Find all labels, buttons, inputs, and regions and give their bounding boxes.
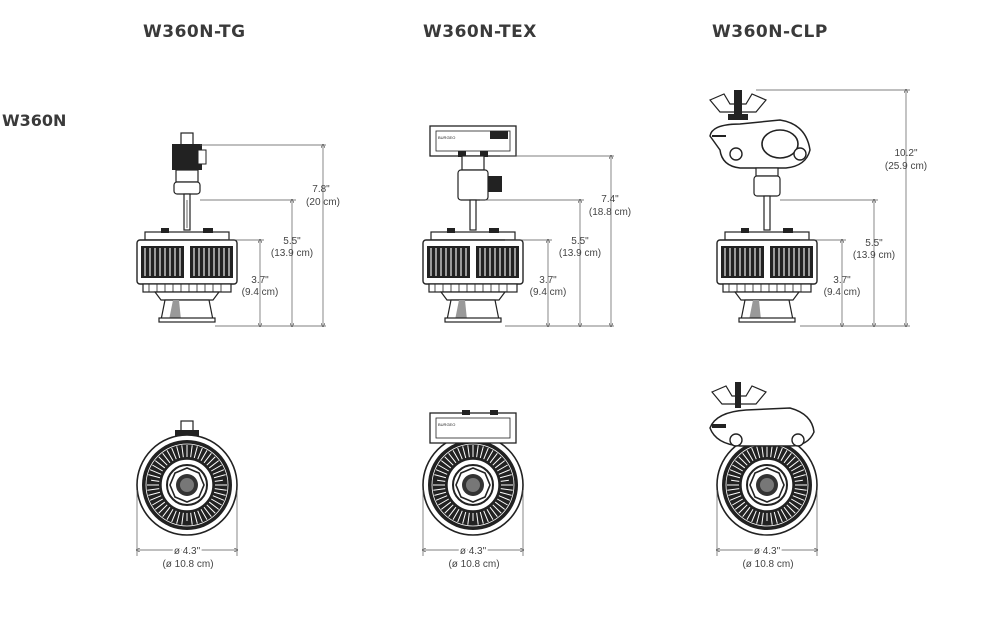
- tex-height-body-cm: (9.4 cm): [530, 287, 567, 298]
- tex-height-overall: 7.4": [601, 194, 619, 205]
- tex-dimensions: [480, 156, 614, 326]
- tex-height-mid: 5.5": [571, 236, 589, 247]
- tg-height-mid: 5.5": [283, 236, 301, 247]
- row-label: W360N: [2, 111, 67, 130]
- clp-diameter: ø 4.3": [754, 546, 781, 557]
- tg-height-body: 3.7": [251, 275, 269, 286]
- clp-side-view: [709, 90, 818, 323]
- tex-height-mid-cm: (13.9 cm): [559, 248, 601, 259]
- clp-diameter-cm: (ø 10.8 cm): [742, 559, 793, 570]
- model-title-clp: W360N-CLP: [712, 22, 828, 42]
- clp-height-body: 3.7": [833, 275, 851, 286]
- clp-height-overall-cm: (25.9 cm): [885, 161, 927, 172]
- clp-height-mid-cm: (13.9 cm): [853, 250, 895, 261]
- clp-front-view: [709, 382, 818, 536]
- tg-diameter: ø 4.3": [174, 546, 201, 557]
- tg-height-overall-cm: (20 cm): [306, 197, 340, 208]
- tg-diameter-cm: (ø 10.8 cm): [162, 559, 213, 570]
- tg-dimensions: [200, 145, 326, 326]
- clp-dimensions: [756, 90, 910, 326]
- tex-side-view: BURGEO: [422, 125, 524, 323]
- tg-height-body-cm: (9.4 cm): [242, 287, 279, 298]
- tex-height-body: 3.7": [539, 275, 557, 286]
- clp-height-mid: 5.5": [865, 238, 883, 249]
- tex-front-view: BURGEO: [422, 410, 524, 536]
- model-title-tg: W360N-TG: [143, 22, 246, 42]
- svg-text:BURGEO: BURGEO: [438, 135, 455, 140]
- tg-front-view: [136, 420, 238, 536]
- clp-height-body-cm: (9.4 cm): [824, 287, 861, 298]
- tg-height-overall: 7.8": [312, 184, 330, 195]
- svg-text:BURGEO: BURGEO: [438, 422, 455, 427]
- model-title-tex: W360N-TEX: [423, 22, 537, 42]
- tg-side-view: [136, 132, 238, 323]
- tex-diameter-cm: (ø 10.8 cm): [448, 559, 499, 570]
- front-dimensions: [137, 490, 817, 556]
- clp-height-overall: 10.2": [894, 148, 917, 159]
- tex-height-overall-cm: (18.8 cm): [589, 207, 631, 218]
- tg-height-mid-cm: (13.9 cm): [271, 248, 313, 259]
- tex-diameter: ø 4.3": [460, 546, 487, 557]
